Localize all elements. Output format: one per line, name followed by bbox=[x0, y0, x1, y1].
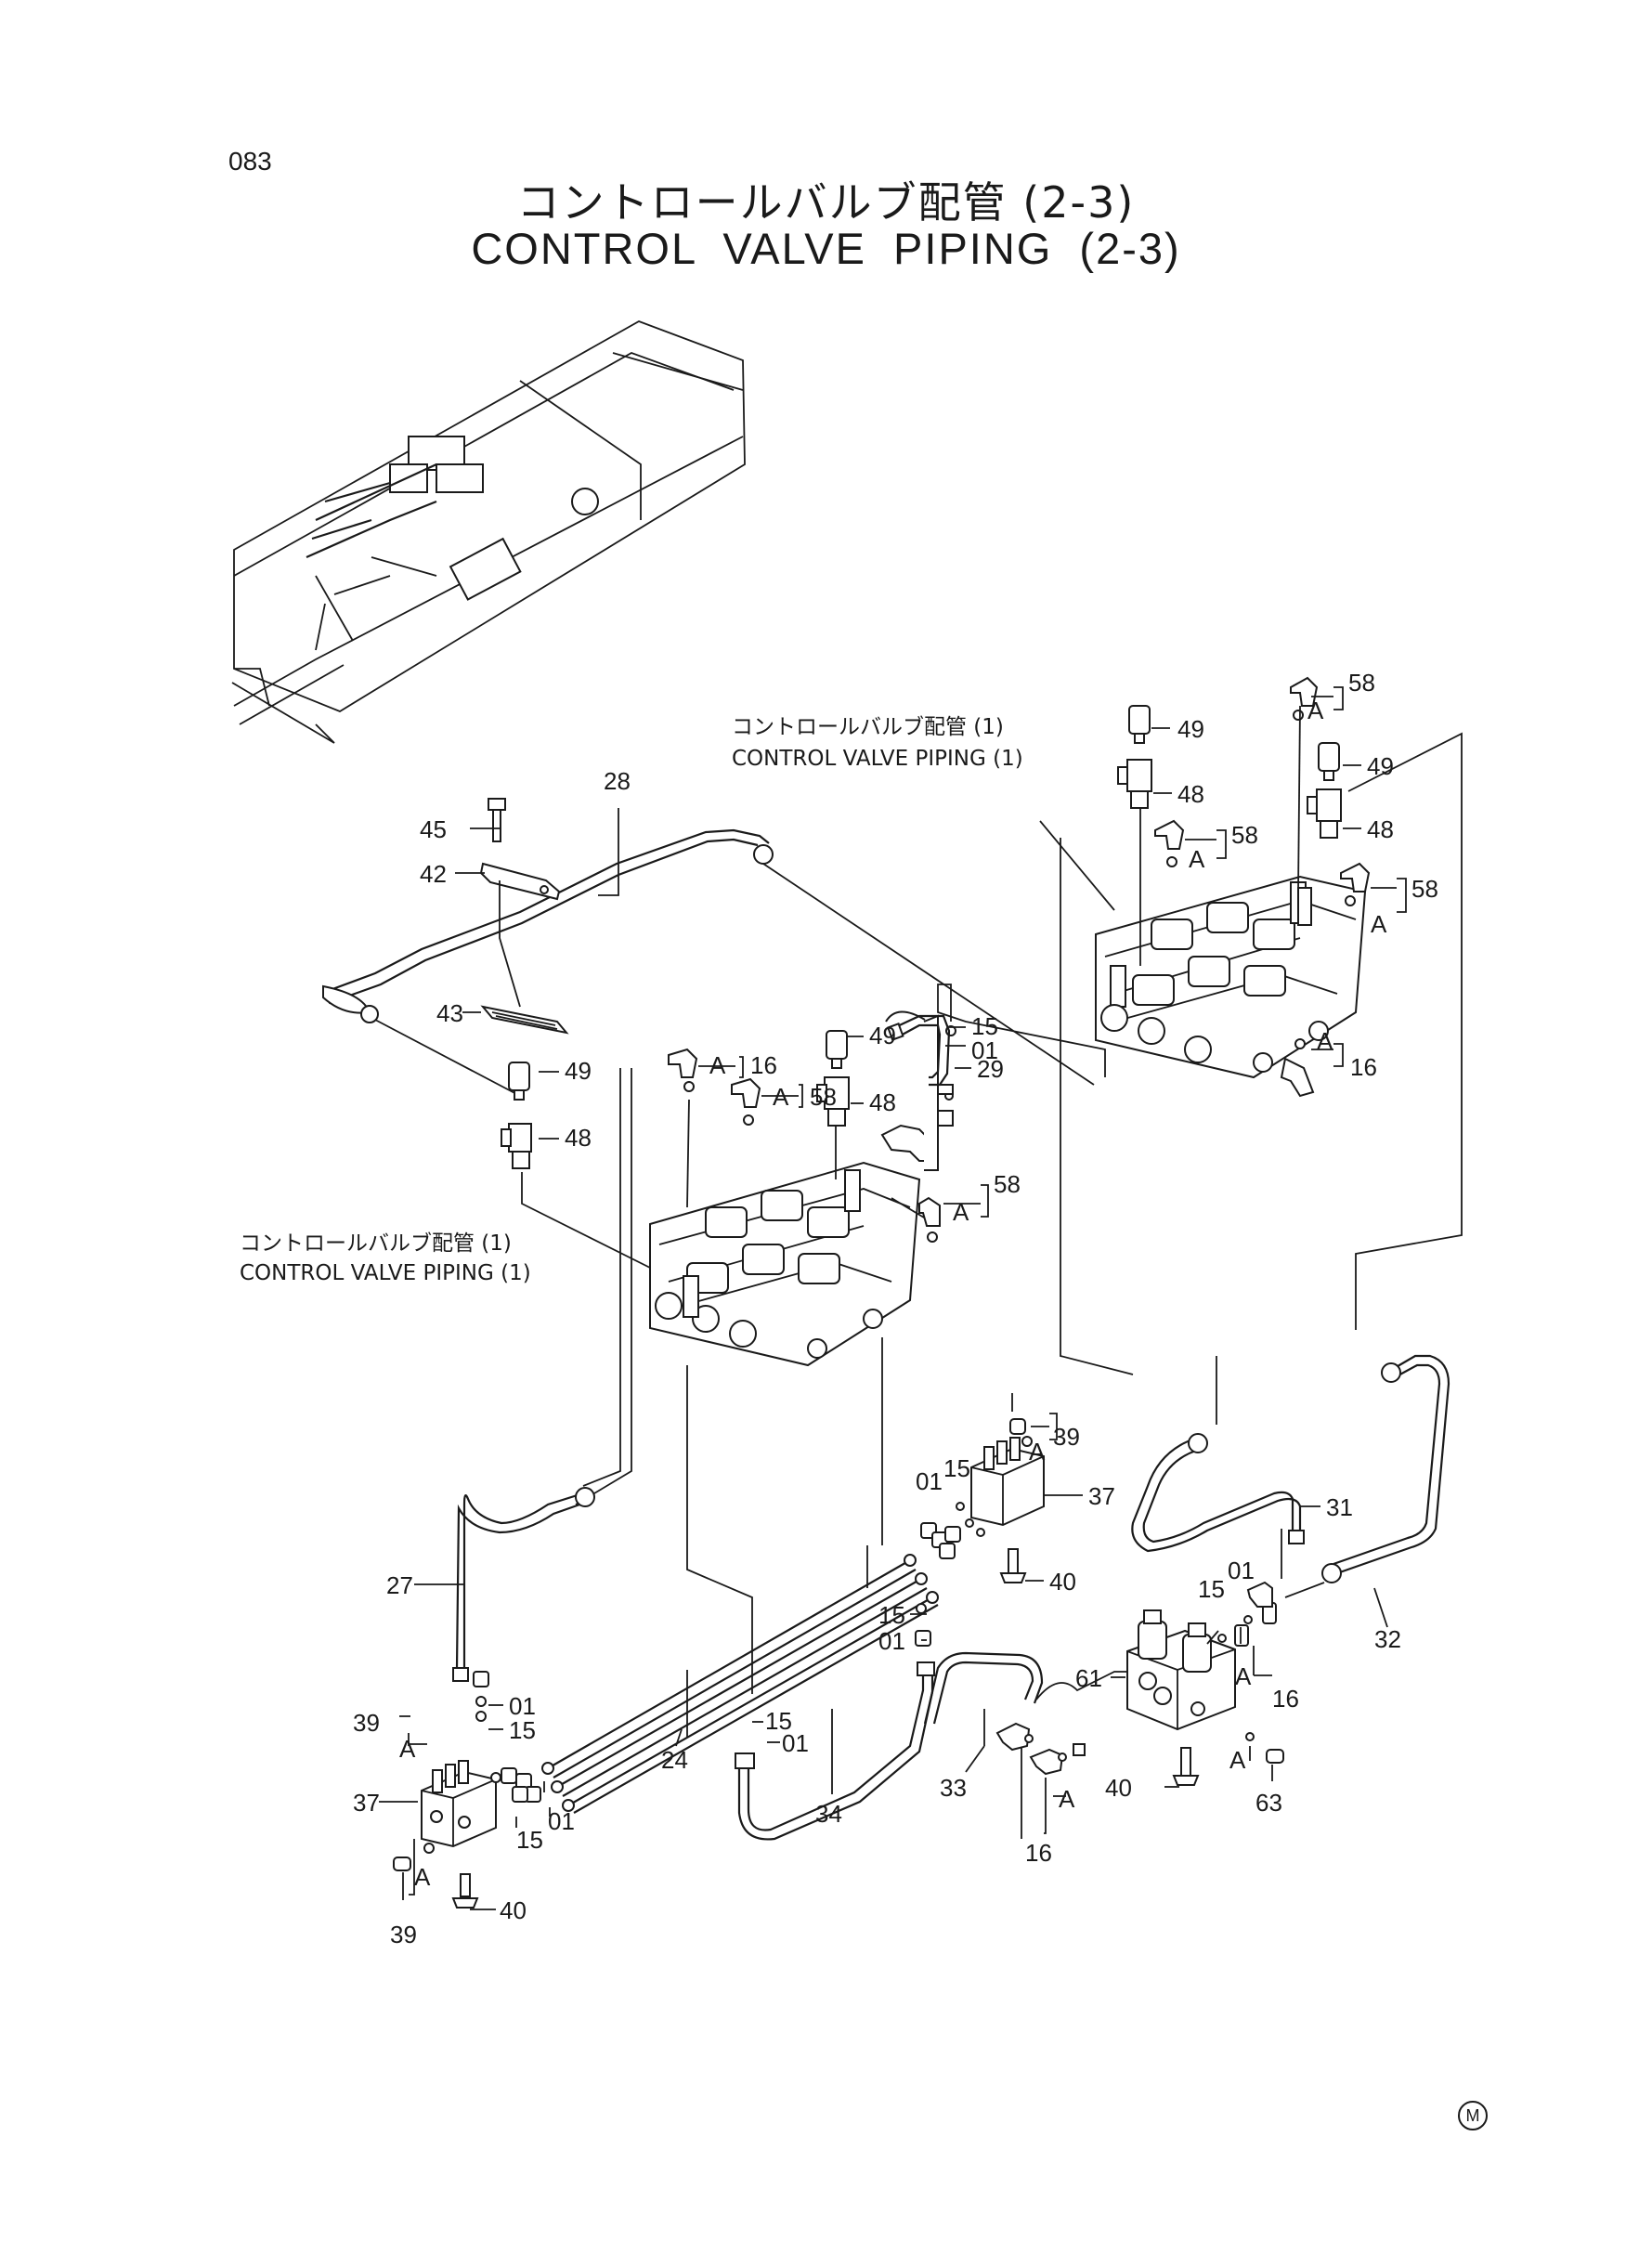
callout-15d: 15 bbox=[943, 1454, 970, 1482]
callout-27: 27 bbox=[386, 1571, 413, 1599]
pipe-24-bundle bbox=[541, 1545, 939, 1814]
callout-24: 24 bbox=[661, 1746, 688, 1774]
callout-A4: A bbox=[1189, 845, 1205, 873]
callout-01f: 01 bbox=[782, 1729, 809, 1757]
reference-right-english: CONTROL VALVE PIPING (1) bbox=[732, 747, 1023, 771]
callout-29: 29 bbox=[977, 1055, 1004, 1083]
reference-left-english: CONTROL VALVE PIPING (1) bbox=[240, 1261, 531, 1285]
callout-A2: A bbox=[773, 1083, 789, 1111]
callout-63: 63 bbox=[1255, 1789, 1282, 1817]
callout-58d: 58 bbox=[1348, 669, 1375, 697]
callout-37a: 37 bbox=[353, 1789, 380, 1817]
callout-48c: 48 bbox=[1177, 780, 1204, 808]
callout-A11: A bbox=[414, 1863, 431, 1891]
callout-16c: 16 bbox=[1272, 1685, 1299, 1713]
callout-40b: 40 bbox=[1049, 1568, 1076, 1596]
callout-01b: 01 bbox=[509, 1692, 536, 1720]
callout-15g: 15 bbox=[1198, 1575, 1225, 1603]
page-title-japanese: コントロールバルブ配管 (2-3) bbox=[516, 177, 1136, 228]
callout-43: 43 bbox=[436, 999, 463, 1027]
block-61 bbox=[995, 1529, 1284, 1786]
callout-01a: 01 bbox=[971, 1036, 998, 1064]
control-valve-right bbox=[1039, 820, 1367, 1375]
page-number: 083 bbox=[228, 147, 272, 176]
pipe-28-assembly bbox=[322, 798, 1095, 1097]
callout-49b: 49 bbox=[869, 1022, 896, 1049]
callout-58b: 58 bbox=[994, 1170, 1021, 1198]
callout-01g: 01 bbox=[1228, 1557, 1255, 1584]
callout-45: 45 bbox=[420, 815, 447, 843]
callout-32: 32 bbox=[1374, 1625, 1401, 1653]
fittings-above-right-valve bbox=[1117, 676, 1463, 1330]
callout-48a: 48 bbox=[565, 1124, 592, 1152]
callout-15a: 15 bbox=[971, 1012, 998, 1040]
callout-58c: 58 bbox=[1231, 821, 1258, 849]
callout-39c: 39 bbox=[390, 1921, 417, 1948]
callout-58e: 58 bbox=[1411, 875, 1438, 903]
callout-16d: 16 bbox=[1025, 1839, 1052, 1867]
callout-A6: A bbox=[1371, 910, 1387, 938]
callout-15b: 15 bbox=[509, 1716, 536, 1744]
leader-lines bbox=[379, 686, 1407, 1910]
control-valve-left bbox=[649, 1099, 939, 1694]
callout-A1: A bbox=[709, 1051, 726, 1079]
callout-15e: 15 bbox=[878, 1601, 905, 1629]
callout-49d: 49 bbox=[1367, 752, 1394, 780]
callout-49c: 49 bbox=[1177, 715, 1204, 743]
callout-A13: A bbox=[1229, 1746, 1246, 1774]
callout-15c: 15 bbox=[516, 1826, 543, 1854]
pipe-31 bbox=[1131, 1356, 1305, 1553]
callout-37b: 37 bbox=[1088, 1482, 1115, 1510]
pipe-34 bbox=[735, 1661, 935, 1841]
callout-40a: 40 bbox=[500, 1896, 527, 1924]
callout-A10: A bbox=[1029, 1438, 1046, 1466]
callout-34: 34 bbox=[815, 1800, 842, 1828]
callout-31: 31 bbox=[1326, 1493, 1353, 1521]
reference-right-japanese: コントロールバルブ配管 (1) bbox=[732, 715, 1004, 739]
callout-58a: 58 bbox=[810, 1083, 837, 1111]
pipe-29 bbox=[887, 1014, 951, 1087]
callout-01d: 01 bbox=[916, 1467, 943, 1495]
callout-28: 28 bbox=[604, 767, 631, 795]
callout-A12: A bbox=[1235, 1662, 1252, 1690]
callout-48b: 48 bbox=[869, 1088, 896, 1116]
callout-61: 61 bbox=[1075, 1664, 1102, 1692]
callout-48d: 48 bbox=[1367, 815, 1394, 843]
page-title-english: CONTROL VALVE PIPING (2-3) bbox=[471, 224, 1181, 273]
callout-A14: A bbox=[1059, 1785, 1075, 1813]
callout-49a: 49 bbox=[565, 1057, 592, 1085]
pipe-27 bbox=[452, 1068, 621, 1682]
callout-16b: 16 bbox=[1350, 1053, 1377, 1081]
callout-A9: A bbox=[399, 1735, 416, 1763]
manifold-37-left bbox=[393, 1671, 541, 1909]
callout-16a: 16 bbox=[750, 1051, 777, 1079]
callout-33: 33 bbox=[940, 1774, 967, 1802]
callout-39b: 39 bbox=[1053, 1423, 1080, 1451]
callout-A8: A bbox=[1317, 1027, 1333, 1055]
fitting-48-49-left bbox=[501, 1062, 660, 1273]
machine-frame-overview bbox=[231, 320, 746, 744]
callout-42: 42 bbox=[420, 860, 447, 888]
footer-m-mark: M bbox=[1458, 2101, 1488, 2130]
callout-A5: A bbox=[1307, 697, 1324, 724]
pipe-33 bbox=[923, 1651, 1044, 1746]
callout-A3: A bbox=[953, 1198, 969, 1226]
pipe-32 bbox=[1284, 1354, 1450, 1598]
callout-40c: 40 bbox=[1105, 1774, 1132, 1802]
callout-39a: 39 bbox=[353, 1709, 380, 1737]
callout-01e: 01 bbox=[878, 1627, 905, 1655]
callout-15f: 15 bbox=[765, 1707, 792, 1735]
callout-01c: 01 bbox=[548, 1807, 575, 1835]
manifold-37-right bbox=[915, 1393, 1045, 1647]
reference-left-japanese: コントロールバルブ配管 (1) bbox=[240, 1231, 512, 1256]
